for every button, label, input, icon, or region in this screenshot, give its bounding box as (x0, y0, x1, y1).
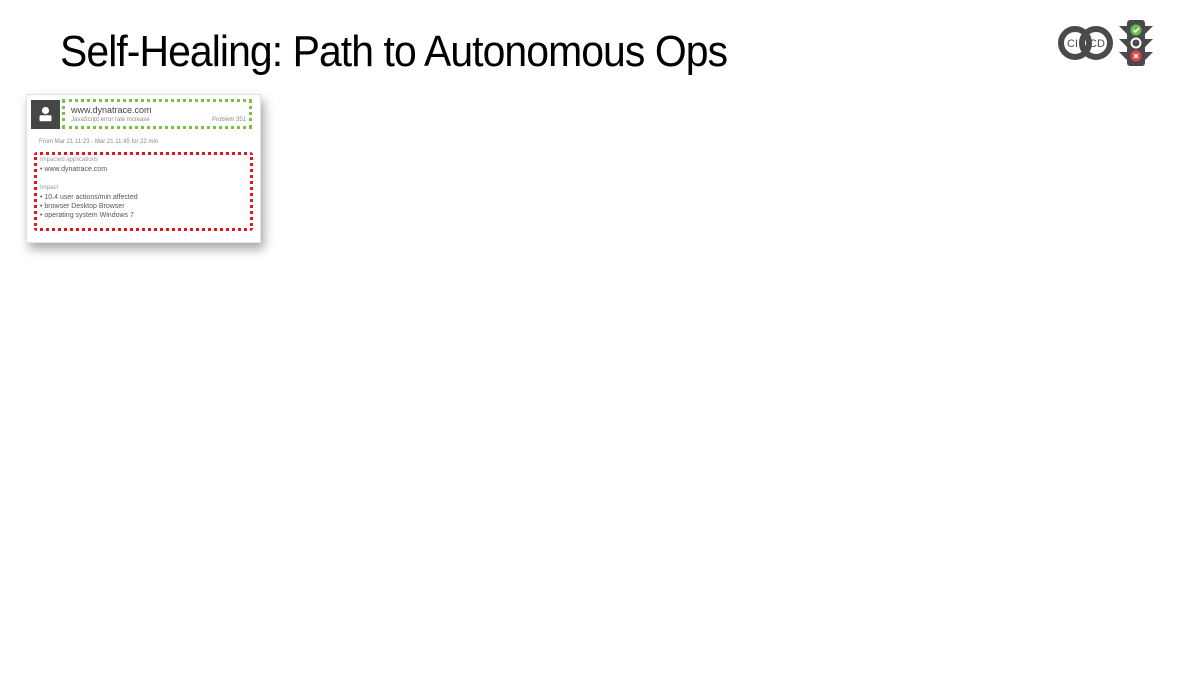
impact-item: • operating system Windows 7 (40, 212, 134, 219)
impact-highlight: Impacted applications • www.dynatrace.co… (34, 152, 253, 231)
impacted-application-item: • www.dynatrace.com (40, 166, 108, 173)
problem-type: JavaScript error rate increase (71, 117, 150, 123)
user-icon (39, 106, 52, 122)
traffic-light-icon (1119, 20, 1153, 66)
problem-card[interactable]: www.dynatrace.com JavaScript error rate … (26, 94, 261, 243)
svg-text:CI: CI (1067, 38, 1078, 50)
problem-header-highlight: www.dynatrace.com JavaScript error rate … (62, 99, 252, 129)
impact-item: • browser Desktop Browser (40, 203, 125, 210)
avatar (31, 100, 60, 129)
impacted-applications-label: Impacted applications (40, 157, 99, 163)
app-name[interactable]: www.dynatrace.com (71, 105, 152, 115)
impact-item: • 10.4 user actions/min affected (40, 194, 138, 201)
svg-text:CD: CD (1089, 38, 1105, 50)
slide-title: Self-Healing: Path to Autonomous Ops (60, 27, 728, 76)
problem-id: Problem 351 (211, 117, 246, 123)
ci-cd-rings-icon: CI CD (1058, 26, 1113, 60)
ci-cd-logo: CI CD (1058, 20, 1153, 66)
impact-label: Impact (40, 185, 59, 191)
time-range: From Mar 21 11:23 - Mar 21 11:45 for 22 … (39, 139, 159, 145)
